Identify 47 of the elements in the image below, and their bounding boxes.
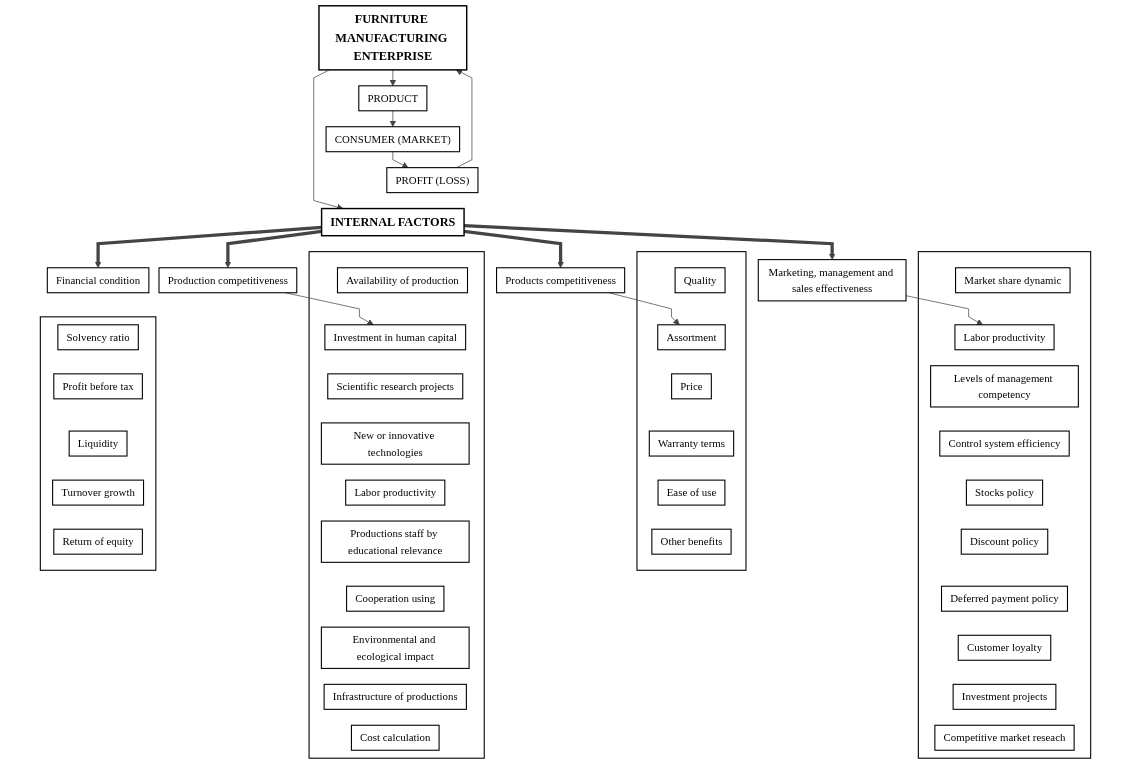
cluster bbox=[308, 251, 485, 759]
node-box: Environmental and ecological impact bbox=[320, 626, 470, 669]
node-box: Products competitiveness bbox=[496, 267, 626, 294]
node-box: Investment projects bbox=[952, 683, 1057, 710]
node-box: Financial condition bbox=[46, 267, 150, 294]
node-box: Labor productivity bbox=[954, 324, 1055, 351]
node-box: Levels of management competency bbox=[930, 365, 1079, 408]
node-box: Cost calculation bbox=[350, 724, 440, 751]
arrow bbox=[94, 225, 322, 269]
node-box: Quality bbox=[674, 267, 726, 294]
node-box: PROFIT (LOSS) bbox=[386, 167, 479, 194]
node-box: Production competitiveness bbox=[158, 267, 298, 294]
node-box: Solvency ratio bbox=[57, 324, 139, 351]
node-box: Infrastructure of productions bbox=[323, 683, 467, 710]
cluster bbox=[917, 251, 1092, 759]
node-box: Warranty terms bbox=[648, 430, 735, 457]
node-box: CONSUMER (MARKET) bbox=[325, 126, 461, 153]
cluster bbox=[39, 316, 157, 571]
node-box: Price bbox=[671, 373, 712, 400]
node-box: FURNITURE MANUFACTURING ENTERPRISE bbox=[318, 5, 468, 71]
node-box: Productions staff by educational relevance bbox=[320, 520, 470, 563]
node-box: INTERNAL FACTORS bbox=[320, 207, 465, 237]
node-box: Market share dynamic bbox=[955, 267, 1071, 294]
node-box: Customer loyalty bbox=[957, 634, 1052, 661]
node-box: Availability of production bbox=[336, 267, 469, 294]
node-box: Marketing, management and sales effectiveness bbox=[757, 259, 907, 302]
node-box: Other benefits bbox=[651, 528, 732, 555]
node-box: Discount policy bbox=[960, 528, 1049, 555]
node-box: Competitive market reseach bbox=[934, 724, 1075, 751]
node-box: PRODUCT bbox=[358, 85, 428, 112]
node-box: Return of equity bbox=[53, 528, 143, 555]
node-box: Investment in human capital bbox=[324, 324, 467, 351]
node-box: Liquidity bbox=[68, 430, 128, 457]
node-box: Turnover growth bbox=[52, 479, 145, 506]
node-box: Stocks policy bbox=[965, 479, 1044, 506]
node-box: Labor productivity bbox=[345, 479, 446, 506]
cluster bbox=[636, 251, 747, 571]
node-box: New or innovative technologies bbox=[320, 422, 470, 465]
node-box: Control system efficiency bbox=[939, 430, 1070, 457]
node-box: Cooperation using bbox=[346, 585, 445, 612]
node-box: Profit before tax bbox=[53, 373, 143, 400]
arrow bbox=[224, 229, 322, 269]
node-box: Assortment bbox=[657, 324, 726, 351]
node-box: Deferred payment policy bbox=[940, 585, 1069, 612]
node-box: Ease of use bbox=[657, 479, 726, 506]
arrow bbox=[464, 224, 836, 260]
node-box: Scientific research projects bbox=[327, 373, 464, 400]
